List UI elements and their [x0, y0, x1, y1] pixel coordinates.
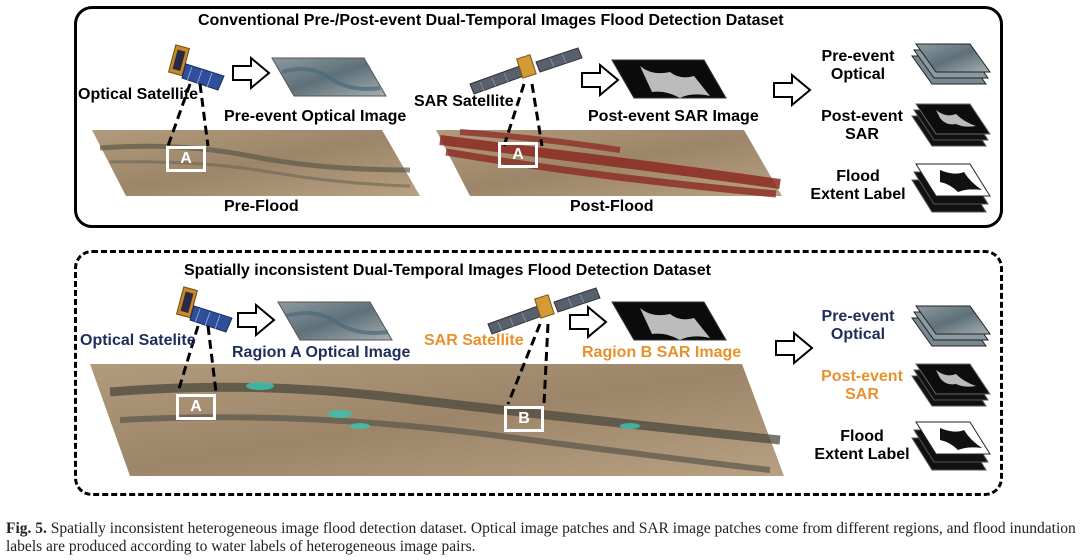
top-output-arrow	[773, 74, 811, 106]
bottom-out-post-event-line2: SAR	[845, 386, 879, 403]
bottom-sar-beam-lines	[506, 323, 550, 405]
top-out-flood-line2: Extent Label	[810, 186, 906, 203]
top-output-pre-event-optical-stack	[911, 43, 991, 85]
top-sar-beam-lines	[502, 83, 544, 147]
bottom-panel-title: Spatially inconsistent Dual-Temporal Ima…	[184, 262, 711, 279]
bottom-out-pre-event-line2: Optical	[830, 326, 886, 343]
top-pre-event-optical-patch	[271, 57, 387, 97]
bottom-output-pre-event-optical-stack	[911, 305, 991, 347]
bottom-region-a-optical-patch	[277, 301, 393, 341]
post-flood-label: Post-Flood	[570, 198, 654, 215]
conventional-dataset-panel	[74, 6, 1003, 228]
top-out-flood-label: Flood Extent Label	[804, 168, 912, 204]
region-b-sar-label: Ragion B SAR Image	[582, 344, 742, 361]
bottom-out-flood-label: Flood Extent Label	[808, 428, 916, 464]
bottom-out-post-event-label: Post-event SAR	[812, 368, 912, 404]
bottom-arrow-optical	[237, 304, 275, 336]
top-arrow-optical	[232, 57, 270, 89]
bottom-out-pre-event-line1: Pre-event	[821, 308, 895, 325]
top-out-pre-event-label: Pre-event Optical	[818, 48, 898, 84]
region-a-box: A	[176, 394, 216, 420]
bottom-out-pre-event-label: Pre-event Optical	[818, 308, 898, 344]
top-optical-satellite-label: Optical Satellite	[78, 86, 199, 103]
top-region-a-box: A	[166, 146, 206, 172]
bottom-out-flood-line2: Extent Label	[814, 446, 910, 463]
top-optical-beam-lines	[166, 83, 210, 147]
bottom-out-post-event-line1: Post-event	[821, 368, 903, 385]
top-sar-satellite-icon	[469, 47, 583, 95]
bottom-output-post-event-sar-stack	[911, 363, 991, 407]
top-sar-satellite-label: SAR Satellite	[414, 93, 514, 110]
figure-caption-text: Spatially inconsistent heterogeneous ima…	[6, 520, 1076, 555]
region-a-optical-label: Ragion A Optical Image	[232, 344, 411, 361]
top-post-event-sar-patch	[611, 59, 727, 99]
bottom-region-b-sar-patch	[611, 301, 727, 341]
figure-number: Fig. 5.	[6, 520, 47, 537]
bottom-optical-satellite-icon	[176, 286, 233, 333]
top-out-pre-event-line1: Pre-event	[821, 48, 895, 65]
top-out-post-event-label: Post-event SAR	[812, 108, 912, 144]
top-out-post-event-line2: SAR	[845, 126, 879, 143]
top-output-flood-label-stack	[911, 163, 991, 213]
top-out-post-event-line1: Post-event	[821, 108, 903, 125]
top-out-pre-event-line2: Optical	[830, 66, 886, 83]
top-out-flood-line1: Flood	[836, 168, 880, 185]
bottom-output-arrow	[775, 332, 813, 364]
bottom-output-flood-label-stack	[911, 421, 991, 471]
figure-caption: Fig. 5. Spatially inconsistent heterogen…	[6, 520, 1076, 556]
bottom-sar-satellite-label: SAR Satellite	[424, 332, 524, 349]
bottom-optical-satellite-label: Optical Satelite	[80, 332, 196, 349]
pre-flood-label: Pre-Flood	[224, 198, 299, 215]
top-pre-flood-terrain	[92, 130, 420, 196]
bottom-large-terrain	[90, 364, 784, 476]
top-region-a-box-post: A	[498, 142, 538, 168]
bottom-arrow-sar	[569, 306, 607, 338]
top-arrow-sar	[581, 64, 619, 96]
top-pre-event-optical-label: Pre-event Optical Image	[224, 108, 407, 125]
bottom-optical-beam-lines	[176, 325, 218, 393]
region-b-box: B	[504, 406, 544, 432]
top-output-post-event-sar-stack	[911, 103, 991, 147]
top-panel-title: Conventional Pre-/Post-event Dual-Tempor…	[198, 12, 784, 29]
inconsistent-dataset-panel	[74, 250, 1003, 496]
top-post-event-sar-label: Post-event SAR Image	[588, 108, 759, 125]
top-post-flood-terrain	[436, 129, 782, 198]
top-optical-satellite-icon	[168, 44, 225, 91]
bottom-out-flood-line1: Flood	[840, 428, 884, 445]
